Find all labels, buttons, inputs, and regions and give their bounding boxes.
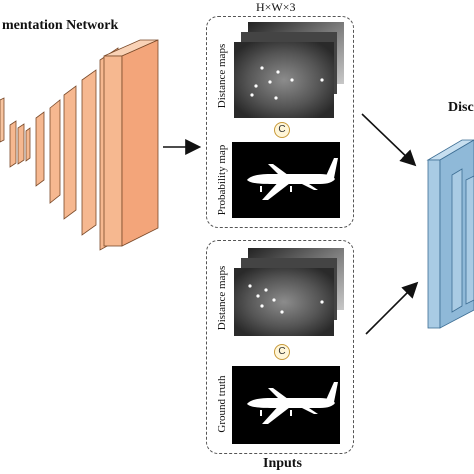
discriminator-blocks [426,139,474,329]
seg-block-4 [25,127,31,162]
seg-block-front-side [121,39,159,247]
bottom-distance-points [248,284,324,314]
arrow-bottom-to-disc [365,281,419,335]
bottom-concat-icon: C [274,344,290,360]
ground-truth-image [232,366,340,444]
top-distance-stack [234,22,344,118]
seg-block-2 [9,120,17,168]
top-input-panel [206,16,354,228]
inputs-label: Inputs [263,456,302,471]
bottom-distance-stack [234,248,344,336]
probability-map-image [232,142,340,218]
segmentation-network-title: mentation Network [2,18,119,33]
arrow-top-to-disc [361,113,417,167]
seg-block-8 [81,69,97,236]
bottom-distance-label: Distance maps [216,265,228,331]
top-distance-label: Distance maps [216,43,228,109]
ground-truth-label: Ground truth [216,375,228,433]
seg-block-1 [0,97,5,143]
top-distance-points [250,66,324,100]
seg-block-front [103,55,123,247]
seg-block-3 [17,123,25,165]
seg-block-6 [49,99,61,204]
bottom-input-panel [206,240,354,454]
probability-label: Probability map [216,144,228,216]
segmentation-network-blocks [0,39,159,251]
seg-block-5 [35,111,45,187]
disc-block-2 [451,168,463,313]
top-concat-icon: C [274,122,290,138]
input-size-label: H×W×3 [256,0,296,14]
disc-block-3 [465,175,474,305]
discriminator-title: Disc [448,100,474,115]
disc-block-front [427,159,441,329]
seg-block-7 [63,85,77,220]
